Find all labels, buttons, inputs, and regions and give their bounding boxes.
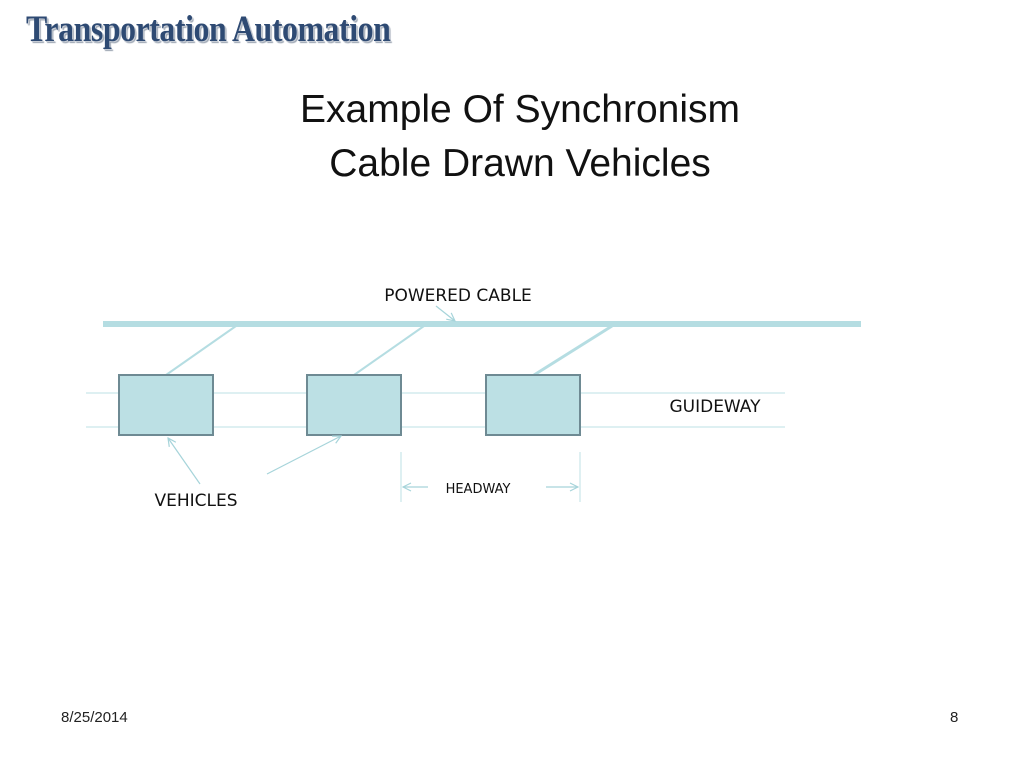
brand-title: Transportation Automation bbox=[26, 9, 391, 50]
slide-title: Example Of Synchronism Cable Drawn Vehic… bbox=[0, 83, 1024, 191]
guideway-label: GUIDEWAY bbox=[669, 397, 761, 417]
slide-title-line-2: Cable Drawn Vehicles bbox=[329, 142, 711, 185]
vehicle-2 bbox=[306, 374, 402, 436]
vehicles-arrow-2 bbox=[266, 436, 341, 475]
vehicle-grip-1 bbox=[165, 325, 237, 376]
vehicles-label: VEHICLES bbox=[154, 491, 237, 511]
page-number: 8 bbox=[950, 709, 959, 726]
vehicle-grip-2 bbox=[353, 325, 425, 376]
powered-cable-arrow bbox=[435, 305, 455, 321]
slide-title-line-1: Example Of Synchronism bbox=[300, 88, 740, 131]
headway-label: HEADWAY bbox=[446, 482, 511, 497]
vehicle-3 bbox=[485, 374, 581, 436]
vehicle-grip-3 bbox=[533, 324, 613, 377]
footer-date: 8/25/2014 bbox=[61, 709, 128, 726]
powered-cable-label: POWERED CABLE bbox=[384, 286, 532, 306]
vehicle-1 bbox=[118, 374, 214, 436]
vehicles-arrow-1 bbox=[168, 438, 201, 485]
